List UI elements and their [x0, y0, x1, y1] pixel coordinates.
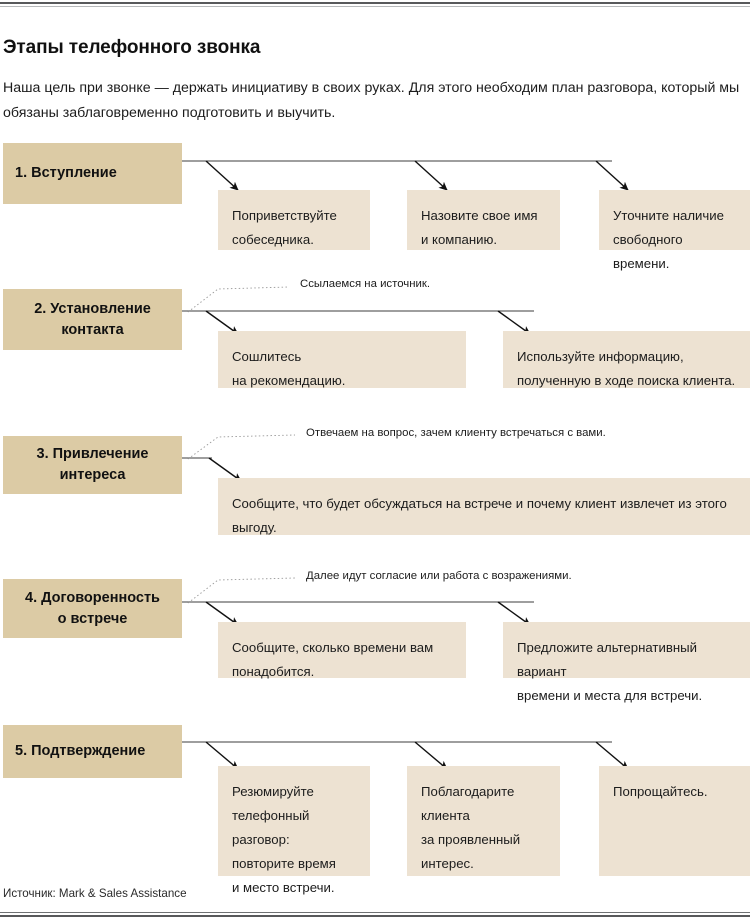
action-text-2-2: Используйте информацию, полученную в ход… — [517, 349, 736, 388]
action-text-4-1: Сообщите, сколько времени вам понадобитс… — [232, 640, 434, 679]
stage-label-1: 1. Вступление — [15, 165, 117, 181]
action-box-5-1[interactable]: Резюмируйте телефонный разговор: повтори… — [218, 766, 370, 895]
action-box-2-2[interactable]: Используйте информацию, полученную в ход… — [503, 331, 750, 388]
action-box-5-3[interactable]: Попрощайтесь. — [599, 766, 750, 876]
action-text-4-2: Предложите альтернативный вариант времен… — [517, 640, 703, 703]
stage-box-1[interactable]: 1. Вступление — [3, 143, 182, 204]
action-text-1-1: Поприветствуйте собеседника. — [232, 208, 337, 247]
action-box-5-2[interactable]: Поблагодарите клиента за проявленный инт… — [407, 766, 560, 876]
action-box-4-2[interactable]: Предложите альтернативный вариант времен… — [503, 622, 750, 703]
stage-box-2[interactable]: 2. Установление контакта — [3, 289, 182, 350]
action-box-1-1[interactable]: Поприветствуйте собеседника. — [218, 190, 370, 250]
action-text-5-1: Резюмируйте телефонный разговор: повтори… — [232, 784, 336, 895]
action-text-1-2: Назовите свое имя и компанию. — [421, 208, 538, 247]
stage-note-2: Ссылаемся на источник. — [300, 278, 431, 290]
action-box-2-1[interactable]: Сошлитесь на рекомендацию. — [218, 331, 466, 388]
bottom-divider-rule — [0, 912, 750, 917]
stage-label-4: 4. Договоренность о встрече — [25, 589, 160, 627]
stage-box-3[interactable]: 3. Привлечение интереса — [3, 436, 182, 494]
connector-stage-1 — [182, 160, 629, 191]
stage-box-4[interactable]: 4. Договоренность о встрече — [3, 579, 182, 638]
action-box-1-3[interactable]: Уточните наличие свободного времени. — [599, 190, 750, 271]
page-title: Этапы телефонного звонка — [3, 36, 261, 58]
action-text-2-1: Сошлитесь на рекомендацию. — [232, 349, 346, 388]
connector-stage-5 — [182, 741, 629, 770]
action-box-4-1[interactable]: Сообщите, сколько времени вам понадобитс… — [218, 622, 466, 679]
stage-note-3: Отвечаем на вопрос, зачем клиенту встреч… — [306, 427, 606, 439]
action-box-1-2[interactable]: Назовите свое имя и компанию. — [407, 190, 560, 250]
connector-stage-3 — [182, 434, 296, 482]
stage-note-4: Далее идут согласие или работа с возраже… — [306, 570, 572, 582]
connector-stage-4 — [182, 577, 534, 626]
stage-box-5[interactable]: 5. Подтверждение — [3, 725, 182, 778]
action-text-1-3: Уточните наличие свободного времени. — [613, 208, 724, 271]
stage-label-3: 3. Привлечение интереса — [36, 446, 149, 483]
top-divider-rule — [0, 2, 750, 7]
stage-label-2: 2. Установление контакта — [34, 300, 151, 338]
source-credit: Источник: Mark & Sales Assistance — [3, 887, 187, 900]
intro-paragraph: Наша цель при звонке — держать инициатив… — [3, 80, 740, 122]
stage-label-5: 5. Подтверждение — [15, 743, 146, 759]
action-text-3-1: Сообщите, что будет обсуждаться на встре… — [232, 496, 727, 535]
action-text-5-2: Поблагодарите клиента за проявленный инт… — [421, 784, 521, 871]
connector-stage-2 — [182, 286, 534, 335]
action-box-3-1[interactable]: Сообщите, что будет обсуждаться на встре… — [218, 478, 750, 535]
action-text-5-3: Попрощайтесь. — [613, 784, 708, 799]
